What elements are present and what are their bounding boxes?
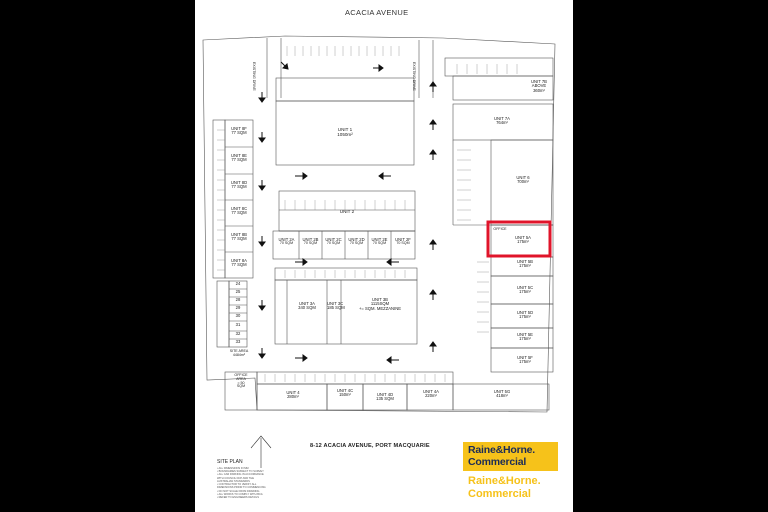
raine-horne-logo-secondary: Raine&Horne. Commercial	[468, 475, 541, 500]
raine-horne-logo: Raine&Horne. Commercial	[463, 442, 558, 471]
existing-drive-right-label: EXISTING DRIVE	[412, 62, 416, 91]
parking-number: 30	[235, 313, 241, 318]
traffic-arrow	[429, 149, 437, 160]
traffic-arrow	[258, 92, 266, 103]
parking-number: 24	[235, 281, 241, 286]
traffic-arrow	[295, 172, 308, 180]
site-plan-label: SITE PLAN	[217, 459, 243, 465]
parking-number: 28	[235, 297, 241, 302]
office-area-box	[224, 371, 258, 411]
plan-notes: • ALL DIMENSIONS IN MM• BOUNDARIES SUBJE…	[217, 467, 266, 500]
unit-3-outline	[274, 279, 418, 345]
parking-number: 31	[235, 322, 241, 327]
traffic-arrow	[373, 64, 384, 72]
traffic-arrow	[280, 61, 289, 70]
parking-number: 33	[235, 339, 241, 344]
unit-2-label: UNIT 2	[339, 209, 355, 214]
traffic-arrow	[386, 356, 399, 364]
unit-1-front	[275, 77, 415, 102]
traffic-arrow	[258, 132, 266, 143]
site-boundary	[202, 35, 556, 413]
site-plan-sheet: ACACIA AVENUE EXISTING DRIVE EXISTING DR…	[195, 0, 573, 512]
traffic-arrow	[258, 180, 266, 191]
parking-number: 32	[235, 331, 241, 336]
plan-title: 8-12 ACACIA AVENUE, PORT MACQUARIE	[310, 443, 430, 449]
traffic-arrow	[386, 258, 399, 266]
parking-number: 29	[235, 305, 241, 310]
traffic-arrow	[429, 289, 437, 300]
traffic-arrow	[429, 81, 437, 92]
traffic-arrow	[258, 236, 266, 247]
traffic-arrow	[378, 172, 391, 180]
unit-5f-outline	[490, 347, 554, 373]
traffic-arrow	[258, 300, 266, 311]
site-plan-drawing	[202, 35, 556, 468]
unit-5a-highlight	[486, 220, 552, 258]
traffic-arrow	[295, 258, 308, 266]
parking-number: 25	[235, 289, 241, 294]
street-name: ACACIA AVENUE	[345, 8, 409, 17]
office-small-label: OFFICE	[493, 227, 507, 231]
traffic-arrow	[258, 348, 266, 359]
north-arrow	[250, 435, 272, 468]
existing-drive-left-label: EXISTING DRIVE	[252, 62, 256, 91]
traffic-arrow	[429, 119, 437, 130]
traffic-arrow	[429, 341, 437, 352]
unit-2-row-outline	[272, 230, 416, 260]
traffic-arrow	[429, 239, 437, 250]
traffic-arrow	[295, 354, 308, 362]
unit-8-column	[224, 119, 254, 279]
